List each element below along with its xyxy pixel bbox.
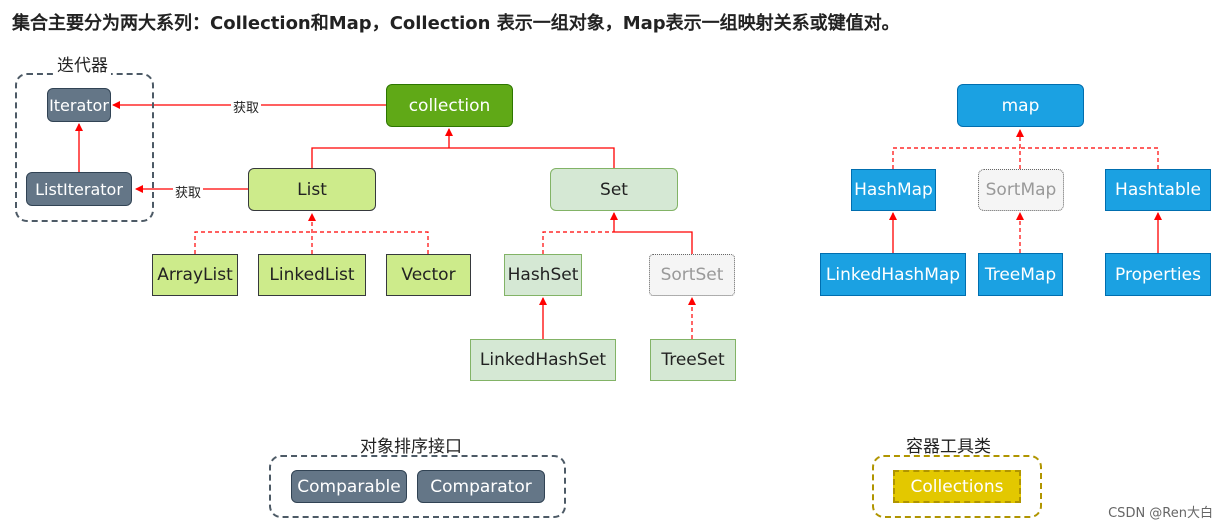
tree-set-node: TreeSet (650, 339, 736, 381)
set-node: Set (550, 168, 678, 211)
vector-node: Vector (386, 254, 471, 296)
map-node: map (957, 84, 1084, 127)
sort-interfaces-group-label: 对象排序接口 (360, 437, 462, 457)
linked-hash-set-node: LinkedHashSet (470, 339, 616, 381)
hashtable-node: Hashtable (1105, 169, 1211, 211)
comparable-node: Comparable (291, 470, 407, 503)
edge-hashmap-map (892, 147, 1020, 169)
sort-set-node: SortSet (649, 254, 735, 296)
properties-node: Properties (1105, 253, 1211, 296)
edge-set-collection (449, 147, 615, 168)
linked-list-node: LinkedList (258, 254, 366, 296)
collections-node: Collections (893, 470, 1021, 503)
edge-hashset-set (542, 231, 614, 254)
container-tools-group-frame (872, 455, 1042, 518)
list-node: List (248, 168, 376, 211)
edge-label-get-iterator: 获取 (231, 97, 262, 116)
iterator-node: Iterator (47, 88, 111, 122)
watermark: CSDN @Ren大白 (1108, 506, 1213, 521)
sort-interfaces-group-frame (269, 455, 566, 518)
iterator-group-label: 迭代器 (54, 51, 111, 76)
edge-sortset-set (614, 231, 693, 254)
edge-label-get-list-iterator: 获取 (173, 182, 204, 201)
page-heading: 集合主要分为两大系列：Collection和Map，Collection 表示一… (12, 13, 900, 34)
hash-map-node: HashMap (851, 169, 936, 211)
tree-map-node: TreeMap (978, 253, 1063, 296)
edge-hashtable-map (1020, 147, 1159, 169)
linked-hash-map-node: LinkedHashMap (820, 253, 966, 296)
comparator-node: Comparator (417, 470, 545, 503)
hash-set-node: HashSet (504, 254, 582, 296)
edge-list-collection (311, 147, 449, 168)
array-list-node: ArrayList (152, 254, 238, 296)
container-tools-group-label: 容器工具类 (906, 437, 991, 457)
edge-vector-list (312, 231, 429, 254)
sort-map-node: SortMap (978, 169, 1064, 211)
edge-arraylist-list (194, 231, 312, 254)
list-iterator-node: ListIterator (26, 172, 132, 206)
collection-node: collection (386, 84, 513, 127)
